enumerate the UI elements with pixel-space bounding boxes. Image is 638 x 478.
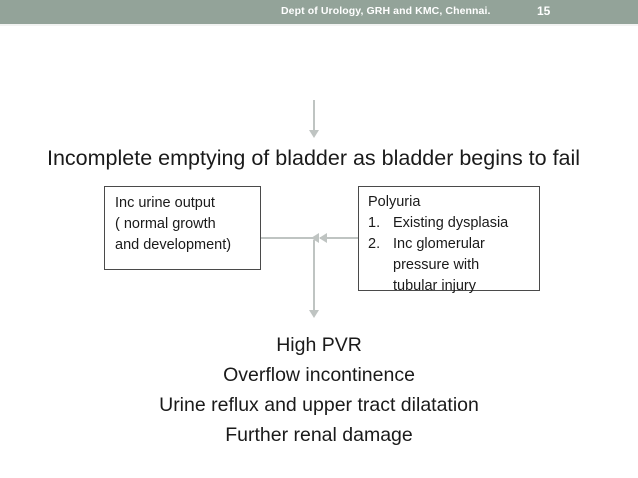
outcome-text-block: High PVR Overflow incontinence Urine ref… xyxy=(19,330,619,450)
outcome-line-3: Urine reflux and upper tract dilatation xyxy=(159,394,479,416)
flow-box-polyuria: Polyuria 1. Existing dysplasia 2. Inc gl… xyxy=(358,186,540,294)
top-arrow-head-icon xyxy=(309,130,319,138)
slide-header-bar xyxy=(0,0,638,24)
left-box-line-3: and development) xyxy=(115,237,232,253)
horizontal-arrow-head-icon-b xyxy=(319,233,327,243)
header-title: Dept of Urology, GRH and KMC, Chennai. xyxy=(281,5,491,17)
list-text-2: Inc glomerular xyxy=(393,236,485,252)
list-text-2-continuation-2: tubular injury xyxy=(393,278,477,294)
right-box-list-item-1: 1. Existing dysplasia xyxy=(368,213,539,234)
list-text-2-continuation-1: pressure with xyxy=(393,257,480,273)
horizontal-arrow-head-icon-a xyxy=(311,233,319,243)
outcome-line-1: High PVR xyxy=(276,334,362,356)
list-marker-1: 1. xyxy=(368,215,381,231)
outcome-line-4: Further renal damage xyxy=(225,424,413,446)
list-marker-2: 2. xyxy=(368,236,381,252)
right-box-list-item-2: 2. Inc glomerular xyxy=(368,234,539,255)
bottom-arrow-head-icon xyxy=(309,310,319,318)
top-arrow-shaft xyxy=(313,100,315,131)
horizontal-connector-right-segment xyxy=(320,237,358,239)
left-box-line-1: Inc urine output xyxy=(115,195,215,211)
bottom-arrow-shaft xyxy=(313,240,315,312)
horizontal-connector-left-segment xyxy=(261,237,317,239)
flow-box-urine-output: Inc urine output ( normal growth and dev… xyxy=(104,186,261,270)
outcome-line-2: Overflow incontinence xyxy=(223,364,415,386)
page-title: Incomplete emptying of bladder as bladde… xyxy=(47,146,581,170)
left-box-line-2: ( normal growth xyxy=(115,216,216,232)
right-box-heading: Polyuria xyxy=(368,194,421,210)
list-text-1: Existing dysplasia xyxy=(393,215,509,231)
header-underline xyxy=(0,24,638,26)
slide-page-number: 15 xyxy=(537,4,551,18)
